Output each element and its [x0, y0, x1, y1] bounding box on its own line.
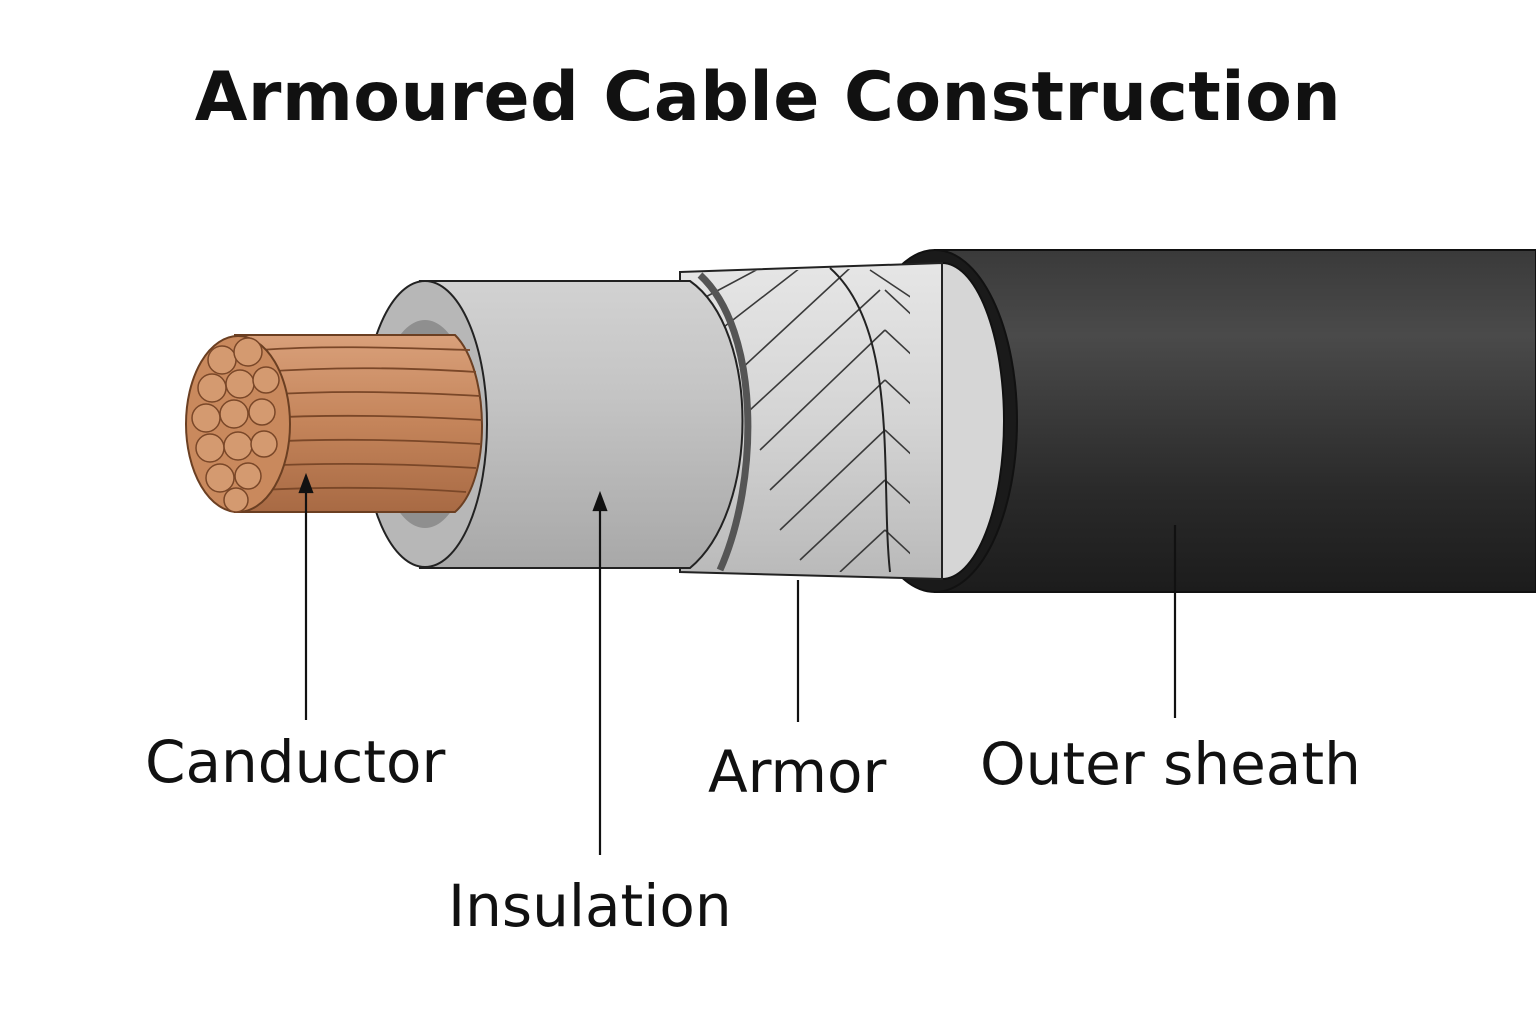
conductor-label: Canductor [145, 728, 446, 796]
outer-sheath-label: Outer sheath [980, 730, 1361, 798]
conductor-strands [185, 334, 483, 513]
outer-sheath [852, 249, 1536, 593]
insulation-label: Insulation [448, 872, 732, 940]
armor-label: Armor [708, 738, 887, 806]
armor-layer [679, 261, 943, 581]
conductor-leader [298, 472, 314, 720]
diagram-title: Armoured Cable Construction [194, 58, 1342, 137]
insulation-leader [592, 490, 608, 855]
